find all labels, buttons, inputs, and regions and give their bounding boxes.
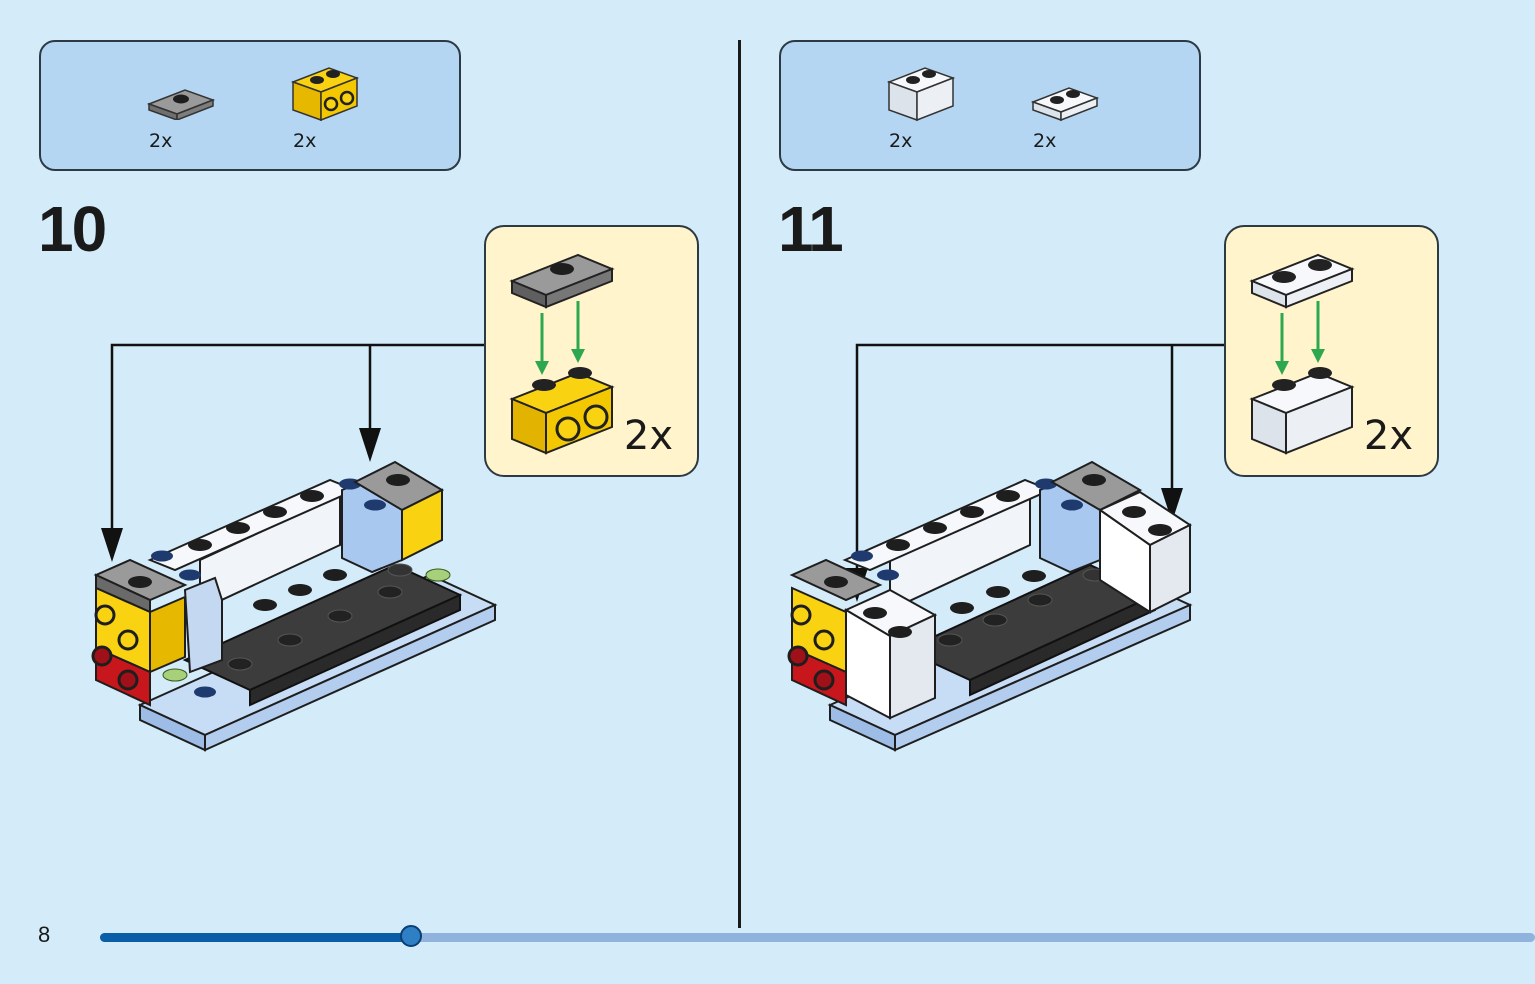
parts-list-step-11: 2x 2x (779, 40, 1201, 171)
part-qty-label: 2x (1033, 130, 1057, 152)
pointer-line (110, 343, 484, 540)
page-number: 8 (38, 922, 51, 947)
arrow-head (1161, 488, 1183, 522)
parts-list-step-10: 2x 2x (39, 40, 461, 171)
arrow-head (101, 528, 123, 562)
left-corner-column (91, 558, 188, 707)
progress-fill (100, 933, 412, 942)
part-qty-label: 2x (293, 130, 317, 152)
yellow-brick-side-studs-icon (290, 67, 360, 122)
page-divider (738, 40, 741, 928)
right-corner-column (1049, 460, 1192, 614)
part-qty-label: 2x (149, 130, 173, 152)
step-number: 11 (778, 193, 844, 265)
part-qty-label: 2x (889, 130, 913, 152)
right-corner-column (352, 460, 451, 582)
back-wall (147, 476, 403, 698)
progress-knob (400, 925, 423, 947)
pointer-line (855, 343, 1224, 580)
callout-qty-label: 2x (1363, 413, 1413, 459)
step-number: 10 (38, 193, 107, 265)
callout-plate-on-brick-diagram (1249, 253, 1355, 455)
dark-plates (182, 563, 463, 707)
white-brick-icon (886, 67, 956, 122)
white-plate-icon (1030, 87, 1100, 122)
callout-qty-label: 2x (623, 413, 673, 459)
arrow-head (359, 428, 381, 462)
left-corner-column (787, 558, 938, 720)
dark-plates (902, 563, 1158, 697)
callout-step-10: 2x (484, 225, 699, 477)
callout-step-11: 2x (1224, 225, 1439, 477)
progress-bar (100, 925, 1535, 947)
callout-plate-on-brick-diagram (509, 253, 615, 455)
dark-gray-plate-icon (146, 89, 216, 120)
